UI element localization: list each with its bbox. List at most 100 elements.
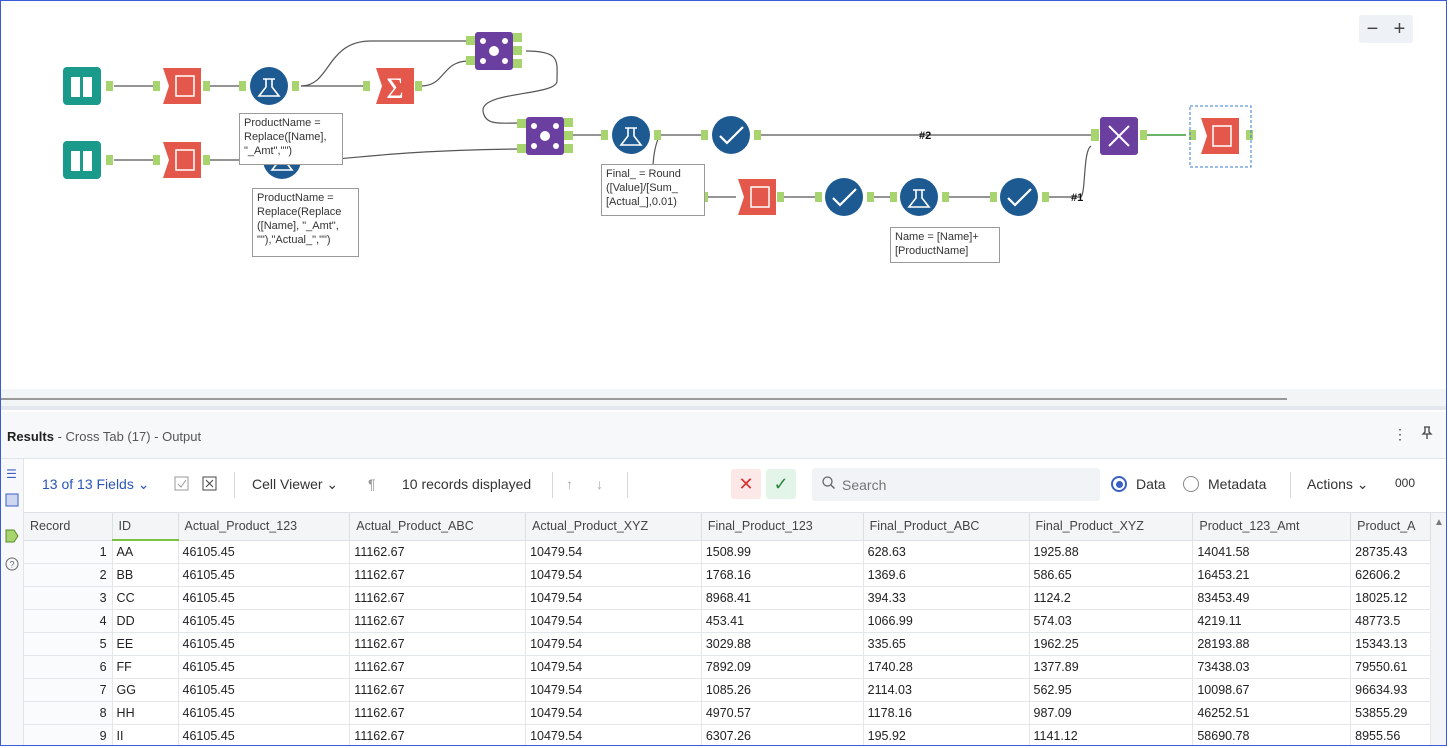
table-cell[interactable]: 453.41 [701,609,864,633]
table-cell[interactable]: 8955.56 [1350,724,1431,746]
table-cell[interactable]: 6307.26 [701,724,864,746]
record-number[interactable]: 1 [24,540,113,564]
table-cell[interactable]: 586.65 [1029,563,1194,587]
table-cell[interactable]: 335.65 [863,632,1030,656]
deselect-icon[interactable] [202,476,217,494]
table-cell[interactable]: 1066.99 [863,609,1030,633]
record-number[interactable]: 4 [24,609,113,633]
table-cell[interactable]: 46105.45 [178,678,351,702]
table-cell[interactable]: 1377.89 [1029,655,1194,679]
table-cell[interactable]: 16453.21 [1192,563,1352,587]
table-cell[interactable]: CC [112,586,179,610]
record-number[interactable]: 2 [24,563,113,587]
formula-tool[interactable] [250,67,288,105]
table-cell[interactable]: 7892.09 [701,655,864,679]
table-cell[interactable]: 1962.25 [1029,632,1194,656]
select-all-icon[interactable] [174,476,189,494]
more-options-icon[interactable]: ⋮ [1393,426,1407,442]
table-cell[interactable]: 62606.2 [1350,563,1431,587]
union-tool[interactable] [1091,117,1138,155]
input-tool[interactable] [63,67,101,105]
record-number[interactable]: 7 [24,678,113,702]
table-cell[interactable]: 11162.67 [349,609,527,633]
table-cell[interactable]: 11162.67 [349,678,527,702]
table-cell[interactable]: 11162.67 [349,724,527,746]
table-cell[interactable]: 8968.41 [701,586,864,610]
panel-splitter[interactable] [1,406,1447,410]
summarize-tool[interactable]: Σ [376,68,414,105]
table-cell[interactable]: 46105.45 [178,609,351,633]
column-header[interactable]: Product_A [1350,513,1431,541]
zoom-out-button[interactable]: − [1366,18,1379,40]
table-cell[interactable]: 10479.54 [525,586,702,610]
table-cell[interactable]: FF [112,655,179,679]
table-cell[interactable]: 48773.5 [1350,609,1431,633]
join-tool[interactable] [466,32,522,70]
table-cell[interactable]: 73438.03 [1192,655,1352,679]
table-cell[interactable]: 11162.67 [349,563,527,587]
zoom-in-button[interactable]: + [1393,18,1406,40]
arrow-up-icon[interactable]: ↑ [566,476,573,492]
table-cell[interactable]: 96634.93 [1350,678,1431,702]
record-number[interactable]: 3 [24,586,113,610]
cross-tab-tool[interactable] [1201,118,1239,154]
table-cell[interactable]: 18025.12 [1350,586,1431,610]
table-cell[interactable]: 987.09 [1029,701,1194,725]
table-cell[interactable]: 3029.88 [701,632,864,656]
workflow-canvas[interactable]: Σ #2 [1,1,1447,389]
record-number[interactable]: 8 [24,701,113,725]
table-cell[interactable]: 15343.13 [1350,632,1431,656]
column-header[interactable]: Actual_Product_123 [178,513,351,541]
formula-tool[interactable] [900,178,938,216]
table-cell[interactable]: 46105.45 [178,586,351,610]
table-cell[interactable]: 10479.54 [525,701,702,725]
confirm-button[interactable]: ✓ [766,469,796,499]
table-cell[interactable]: 11162.67 [349,701,527,725]
table-cell[interactable]: GG [112,678,179,702]
paragraph-icon[interactable]: ¶ [368,476,376,492]
table-cell[interactable]: 11162.67 [349,586,527,610]
table-cell[interactable]: 10479.54 [525,724,702,746]
formula-tool[interactable] [612,116,650,154]
actions-dropdown[interactable]: Actions ⌄ [1307,476,1369,492]
table-cell[interactable]: 574.03 [1029,609,1194,633]
table-cell[interactable]: 10479.54 [525,632,702,656]
table-cell[interactable]: 58690.78 [1192,724,1352,746]
table-cell[interactable]: 1740.28 [863,655,1030,679]
table-cell[interactable]: 10479.54 [525,540,702,564]
table-cell[interactable]: 4970.57 [701,701,864,725]
horizontal-scrollbar[interactable] [1,398,1287,400]
table-cell[interactable]: 46105.45 [178,655,351,679]
table-cell[interactable]: AA [112,540,179,564]
table-cell[interactable]: 83453.49 [1192,586,1352,610]
arrow-down-icon[interactable]: ↓ [596,476,603,492]
table-cell[interactable]: 2114.03 [863,678,1030,702]
data-radio[interactable] [1111,476,1127,492]
table-cell[interactable]: 46105.45 [178,563,351,587]
pin-icon[interactable] [1421,426,1433,443]
table-cell[interactable]: DD [112,609,179,633]
more-toolbar-button[interactable]: 000 [1395,476,1416,490]
table-cell[interactable]: 4219.11 [1192,609,1352,633]
column-header[interactable]: Record [24,513,113,541]
anchor-icon[interactable] [4,529,19,544]
table-cell[interactable]: 1925.88 [1029,540,1194,564]
column-header[interactable]: Actual_Product_ABC [349,513,527,541]
table-cell[interactable]: 10479.54 [525,609,702,633]
cell-viewer-dropdown[interactable]: Cell Viewer ⌄ [252,476,339,492]
table-cell[interactable]: 1141.12 [1029,724,1194,746]
table-cell[interactable]: 10098.67 [1192,678,1352,702]
table-cell[interactable]: HH [112,701,179,725]
list-icon[interactable]: ☰ [6,467,17,481]
table-cell[interactable]: 11162.67 [349,655,527,679]
table-cell[interactable]: 11162.67 [349,632,527,656]
table-cell[interactable]: 46105.45 [178,632,351,656]
table-cell[interactable]: 28193.88 [1192,632,1352,656]
